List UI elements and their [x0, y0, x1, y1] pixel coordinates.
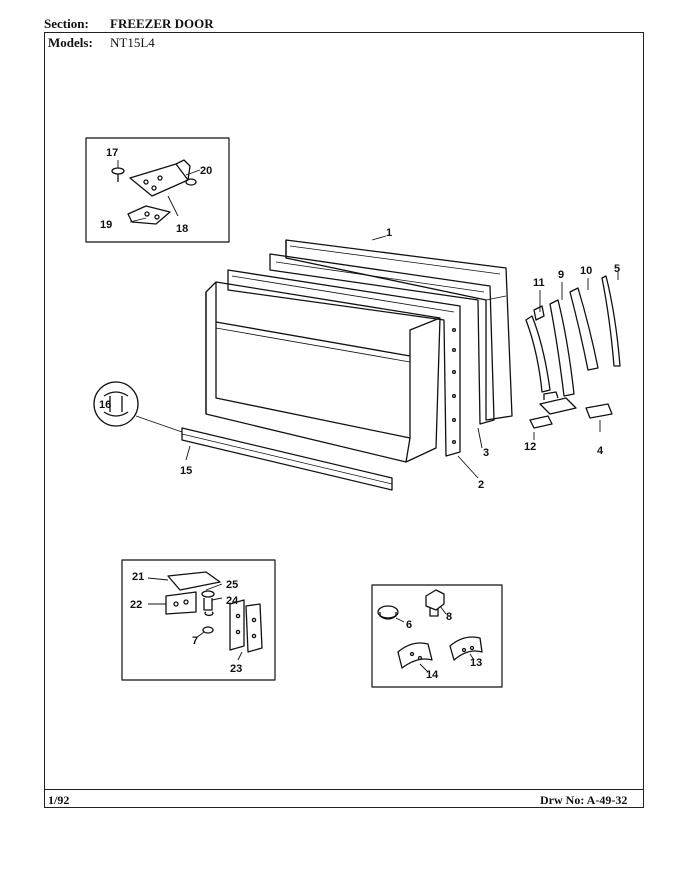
bottom-hinge-21	[167, 571, 221, 591]
breaker-strip-5	[601, 275, 621, 367]
callout-23: 23	[230, 663, 242, 675]
callout-12: 12	[524, 441, 536, 453]
door-liner	[205, 281, 441, 463]
callout-15: 15	[180, 465, 192, 477]
shelf-clip-detail	[93, 381, 183, 433]
drawing-frame	[44, 32, 644, 808]
callout-13: 13	[470, 657, 482, 669]
callout-1: 1	[386, 227, 392, 239]
hinge-pin-24	[203, 598, 214, 616]
callout-17: 17	[106, 147, 118, 159]
bracket-12	[539, 391, 577, 415]
door-shelf-bar	[181, 427, 393, 491]
door-plug-6	[377, 605, 399, 619]
inner-door-frame	[227, 269, 461, 457]
callout-3: 3	[483, 447, 489, 459]
bottom-hinge-inset	[121, 559, 276, 681]
washer-icon	[185, 178, 197, 186]
screw-icon	[111, 167, 125, 182]
hinge-shim-22	[165, 591, 197, 615]
footer-rule	[44, 789, 644, 790]
callout-5: 5	[614, 263, 620, 275]
hinge-shim-icon	[127, 205, 171, 225]
models-label: Models:	[48, 35, 93, 50]
callout-20: 20	[200, 165, 212, 177]
callout-8: 8	[446, 611, 452, 623]
hinge-cover-23	[229, 599, 263, 653]
washer-25	[201, 590, 215, 598]
drawing-number: Drw No: A-49-32	[540, 793, 628, 807]
door-stop-8	[425, 589, 445, 617]
door-stop-13	[449, 636, 483, 661]
hinge-plate-icon	[129, 159, 191, 197]
callout-21: 21	[132, 571, 144, 583]
footer-date: 1/92	[48, 793, 70, 807]
callout-14: 14	[426, 669, 439, 681]
callout-10: 10	[580, 265, 592, 277]
breaker-strip-10	[569, 287, 599, 371]
callout-labels: 1 2 3 4 5 6 7 8 9 10 11 12 13 14 15 16 1…	[99, 147, 620, 681]
callout-18: 18	[176, 223, 188, 235]
door-stop-inset	[371, 584, 503, 688]
callout-24: 24	[226, 595, 239, 607]
door-gasket	[269, 253, 495, 425]
callout-16: 16	[99, 399, 111, 411]
callout-7: 7	[192, 635, 198, 647]
breaker-strip-11	[525, 315, 551, 393]
washer-7	[202, 626, 214, 634]
callout-9: 9	[558, 269, 564, 281]
callout-6: 6	[406, 619, 412, 631]
callout-2: 2	[478, 479, 484, 491]
top-hinge-inset	[85, 137, 230, 243]
breaker-strip-9	[549, 299, 575, 397]
callout-25: 25	[226, 579, 238, 591]
outer-door-panel	[285, 239, 513, 421]
section-value: FREEZER DOOR	[110, 16, 214, 31]
callout-4: 4	[597, 445, 604, 457]
callout-22: 22	[130, 599, 142, 611]
models-value: NT15L4	[110, 35, 155, 50]
door-stop-14	[397, 642, 433, 669]
door-side-parts	[525, 272, 621, 440]
door-plug-4	[585, 403, 613, 419]
section-label: Section:	[44, 16, 89, 31]
callout-19: 19	[100, 219, 112, 231]
callout-11: 11	[533, 277, 545, 289]
